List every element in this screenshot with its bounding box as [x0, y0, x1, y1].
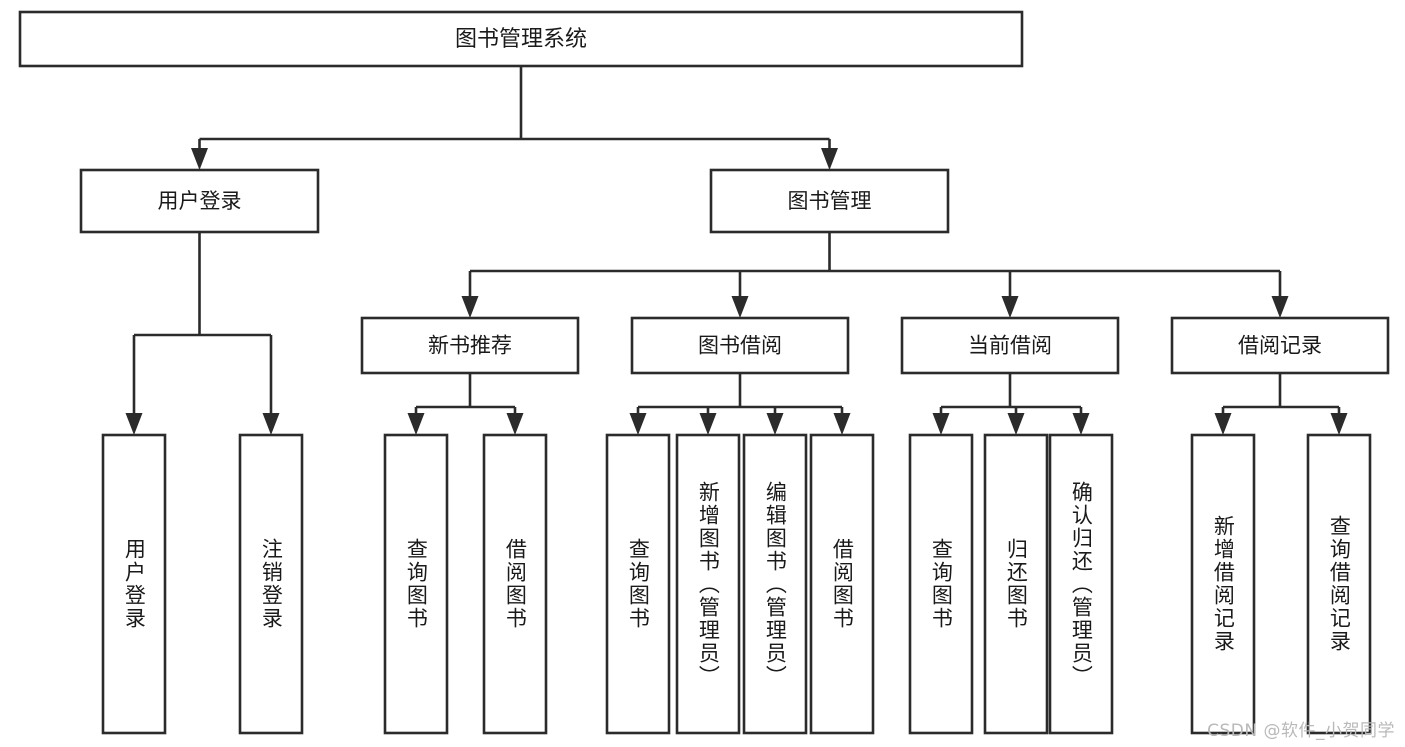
node-label-book-borrow: 图书借阅	[698, 334, 782, 358]
node-label-root: 图书管理系统	[455, 27, 587, 52]
connector-layer	[125, 66, 1348, 435]
node-box-leaf-add-record[interactable]	[1190, 433, 1256, 735]
node-box-leaf-confirm-return[interactable]	[1048, 433, 1114, 735]
node-box-leaf-query-book-borrow[interactable]	[605, 433, 671, 735]
node-box-leaf-edit-book[interactable]	[742, 433, 808, 735]
node-box-current-borrow[interactable]	[900, 316, 1120, 375]
node-box-leaf-borrow-book[interactable]	[809, 433, 875, 735]
node-box-book-borrow[interactable]	[630, 316, 850, 375]
node-box-new-book-rec[interactable]	[360, 316, 580, 375]
watermark: CSDN @软件_小贺同学	[1207, 721, 1395, 741]
node-box-leaf-query-book-rec[interactable]	[383, 433, 449, 735]
node-box-leaf-query-record[interactable]	[1306, 433, 1372, 735]
node-box-book-manage[interactable]	[709, 168, 950, 234]
node-box-leaf-query-book-cur[interactable]	[908, 433, 974, 735]
node-box-leaf-borrow-book-rec[interactable]	[482, 433, 548, 735]
node-box-layer	[18, 10, 1390, 735]
node-label-new-book-rec: 新书推荐	[428, 334, 512, 358]
node-box-leaf-return-book[interactable]	[983, 433, 1049, 735]
node-box-root[interactable]	[18, 10, 1024, 68]
node-box-leaf-user-login[interactable]	[101, 433, 167, 735]
node-box-borrow-record[interactable]	[1170, 316, 1390, 375]
node-label-book-manage: 图书管理	[788, 189, 872, 213]
node-box-leaf-add-book[interactable]	[675, 433, 741, 735]
node-box-leaf-logout[interactable]	[238, 433, 304, 735]
node-label-current-borrow: 当前借阅	[968, 334, 1052, 358]
node-box-user-login[interactable]	[79, 168, 320, 234]
node-label-borrow-record: 借阅记录	[1238, 334, 1322, 358]
node-label-user-login: 用户登录	[158, 189, 242, 213]
